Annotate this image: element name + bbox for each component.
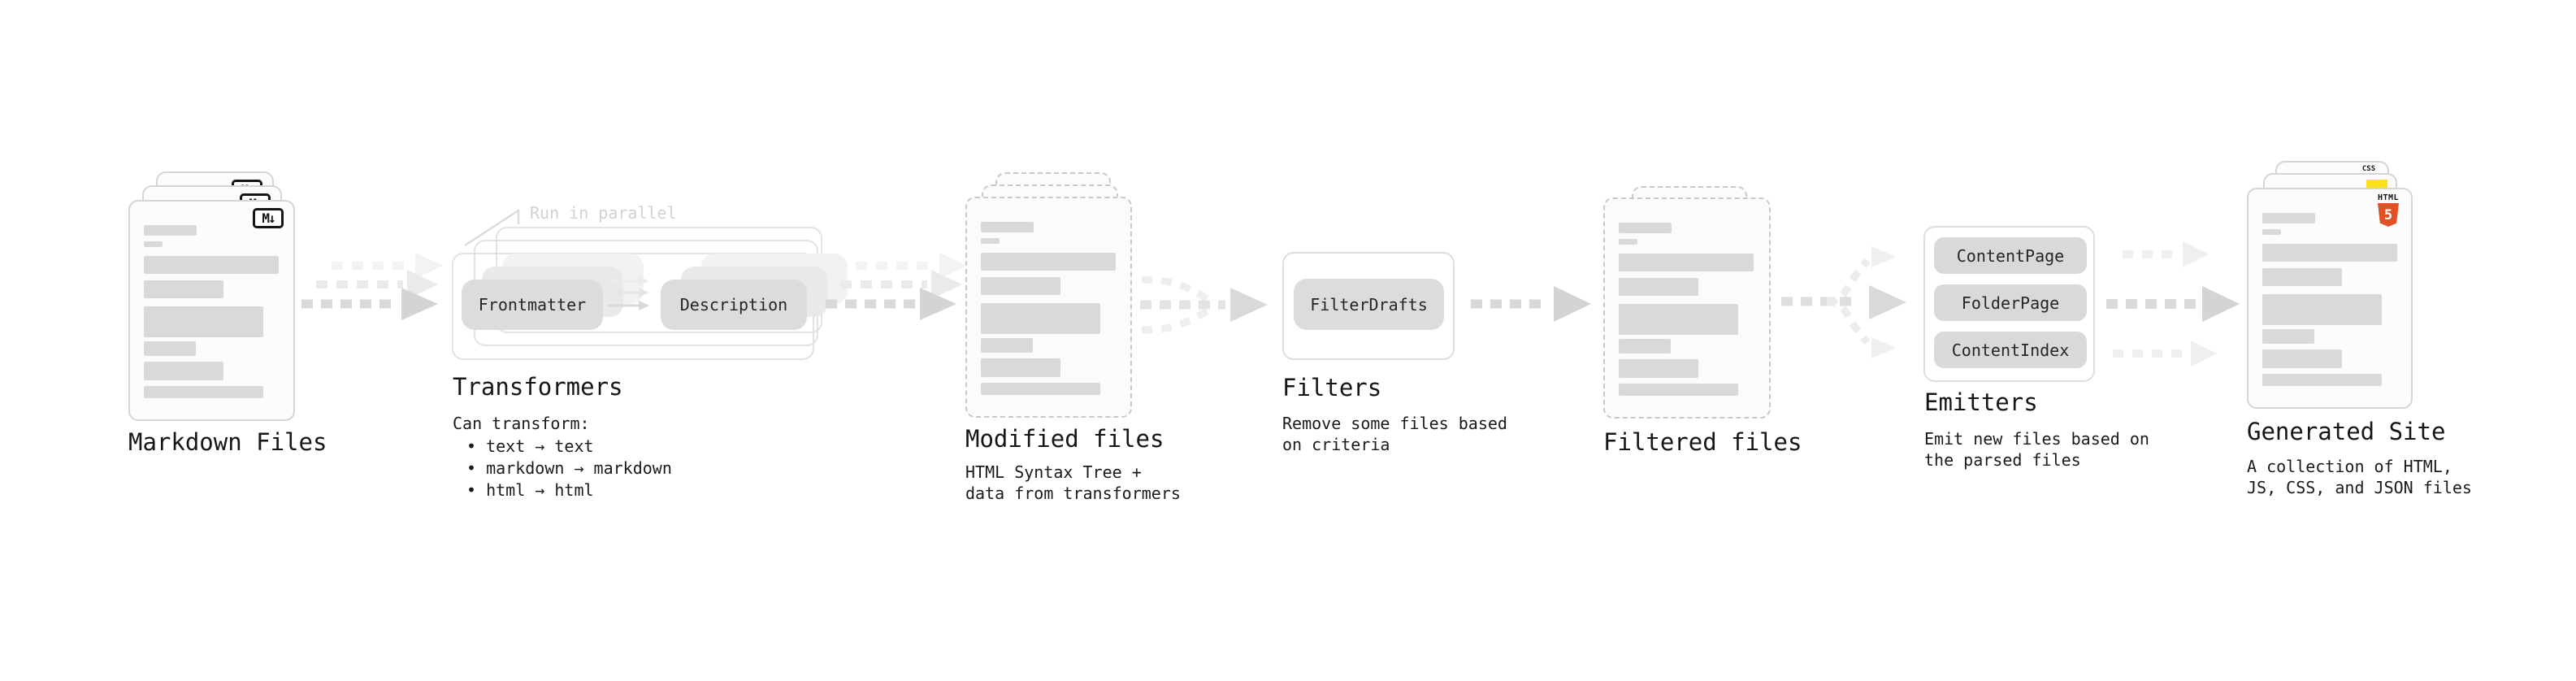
html5-icon-text: HTML bbox=[2377, 193, 2400, 202]
content-placeholder-bar bbox=[981, 338, 1033, 353]
content-placeholder-bar bbox=[144, 225, 197, 236]
frontmatter-pill: Frontmatter bbox=[462, 280, 603, 330]
generated-site-desc: A collection of HTML, JS, CSS, and JSON … bbox=[2247, 457, 2472, 497]
markdown-icon: M↓ bbox=[253, 208, 284, 228]
contentindex-pill: ContentIndex bbox=[1934, 332, 2087, 368]
content-placeholder-bar bbox=[2262, 349, 2342, 368]
filtered-file-card-front bbox=[1603, 197, 1771, 419]
emitters-desc: Emit new files based on the parsed files bbox=[1924, 429, 2149, 470]
transformers-label: Transformers bbox=[453, 373, 623, 401]
css-icon-text: CSS bbox=[2361, 165, 2376, 173]
content-placeholder-bar bbox=[144, 341, 196, 356]
content-placeholder-bar bbox=[2262, 229, 2281, 235]
content-placeholder-bar bbox=[1619, 384, 1738, 396]
content-placeholder-bar bbox=[981, 277, 1060, 295]
html5-icon: HTML 5 bbox=[2376, 193, 2400, 227]
content-placeholder-bar bbox=[144, 386, 263, 398]
content-placeholder-bar bbox=[2262, 374, 2382, 386]
generated-site-label: Generated Site bbox=[2247, 418, 2446, 445]
content-placeholder-bar bbox=[144, 280, 223, 298]
content-placeholder-bar bbox=[981, 358, 1060, 377]
arrow-modified-to-filters bbox=[1140, 275, 1268, 334]
generated-file-card-front: HTML 5 bbox=[2247, 188, 2413, 409]
run-in-parallel-annotation: Run in parallel bbox=[530, 203, 677, 223]
content-placeholder-bar bbox=[2262, 213, 2315, 223]
content-placeholder-bar bbox=[1619, 339, 1671, 354]
content-placeholder-bar bbox=[144, 256, 279, 274]
content-placeholder-bar bbox=[1619, 254, 1754, 271]
content-placeholder-bar bbox=[2262, 268, 2342, 286]
content-placeholder-bar bbox=[981, 253, 1116, 271]
content-placeholder-bar bbox=[1619, 223, 1672, 233]
modified-files-label: Modified files bbox=[965, 425, 1164, 453]
transformers-desc-heading: Can transform: bbox=[453, 414, 590, 433]
arrow-filtered-to-emitters bbox=[1781, 246, 1906, 358]
content-placeholder-bar bbox=[144, 306, 263, 337]
filters-label: Filters bbox=[1282, 374, 1382, 401]
content-placeholder-bar bbox=[1619, 278, 1698, 296]
content-placeholder-bar bbox=[1619, 359, 1698, 378]
content-placeholder-bar bbox=[2262, 329, 2314, 344]
arrow-markdown-to-transformers bbox=[301, 253, 443, 320]
contentpage-pill: ContentPage bbox=[1934, 237, 2087, 274]
content-placeholder-bar bbox=[1619, 239, 1637, 245]
markdown-file-card-front: M↓ bbox=[128, 200, 295, 421]
html5-shield-icon: 5 bbox=[2378, 203, 2399, 227]
arrow-emitters-to-generated bbox=[2106, 241, 2240, 367]
content-placeholder-bar bbox=[981, 383, 1100, 395]
modified-files-desc: HTML Syntax Tree + data from transformer… bbox=[965, 462, 1181, 503]
description-pill: Description bbox=[661, 280, 807, 330]
modified-file-card-front bbox=[965, 197, 1132, 418]
content-placeholder-bar bbox=[2262, 244, 2397, 262]
content-placeholder-bar bbox=[144, 362, 223, 380]
filtered-files-label: Filtered files bbox=[1603, 428, 1802, 456]
content-placeholder-bar bbox=[981, 303, 1100, 334]
emitters-label: Emitters bbox=[1924, 388, 2038, 416]
transformers-bullet-list: • text → text • markdown → markdown • ht… bbox=[466, 436, 672, 500]
markdown-files-label: Markdown Files bbox=[128, 428, 327, 456]
folderpage-pill: FolderPage bbox=[1934, 284, 2087, 321]
js-file-icon bbox=[2366, 180, 2387, 190]
arrow-filters-to-filtered bbox=[1471, 286, 1591, 322]
filterdrafts-pill: FilterDrafts bbox=[1294, 279, 1444, 330]
filters-desc: Remove some files based on criteria bbox=[1282, 414, 1507, 454]
content-placeholder-bar bbox=[981, 238, 1000, 244]
content-placeholder-bar bbox=[1619, 304, 1738, 335]
content-placeholder-bar bbox=[144, 241, 163, 247]
content-placeholder-bar bbox=[2262, 294, 2382, 325]
content-placeholder-bar bbox=[981, 222, 1034, 232]
